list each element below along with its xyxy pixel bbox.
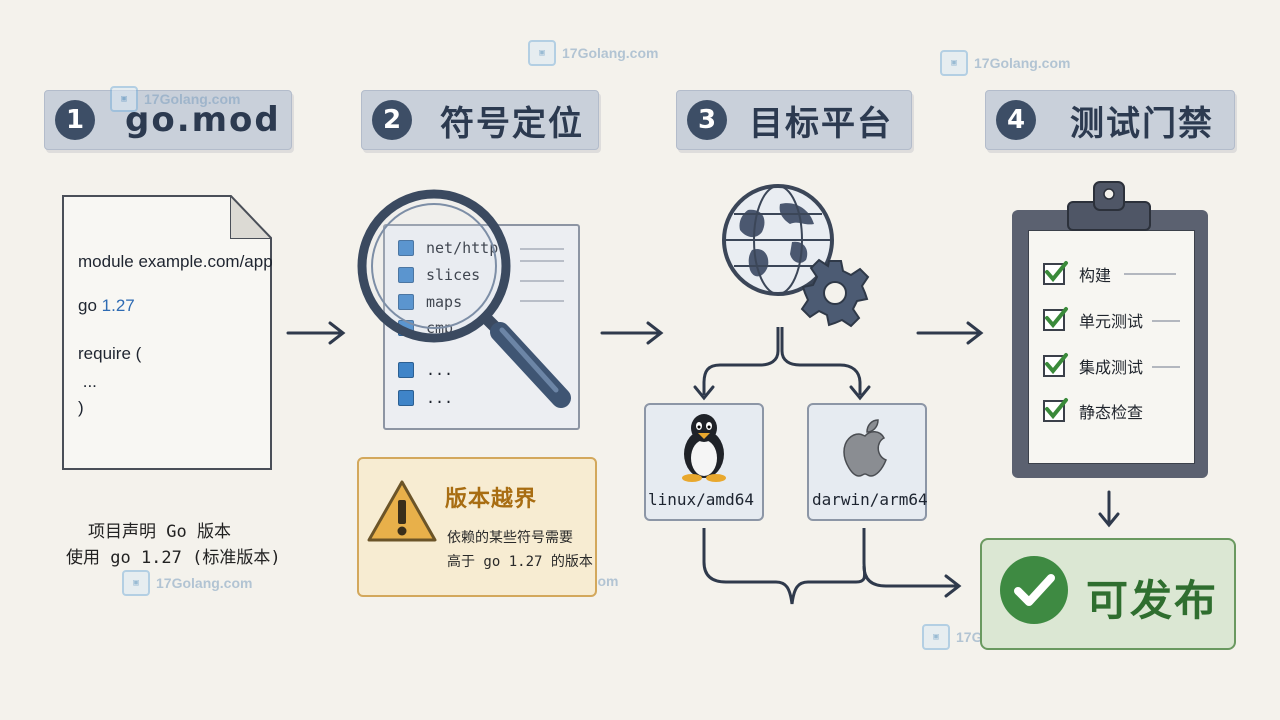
gomod-caption-line-1: 项目声明 Go 版本 [88, 522, 231, 542]
split-connector [693, 327, 871, 401]
step-header-4: 4 测试门禁 [985, 90, 1235, 150]
watermark-logo-icon: ▣ [940, 50, 968, 76]
package-cube-icon [398, 294, 414, 310]
arrow-right-icon [916, 321, 984, 345]
package-item: ... [398, 389, 453, 407]
checklist-item: 构建 [1043, 261, 1112, 286]
checkbox-checked-icon [1043, 261, 1068, 285]
tux-penguin-icon [682, 414, 726, 482]
package-item: maps [398, 293, 462, 311]
step-number-badge: 2 [372, 100, 412, 140]
step-number-badge: 1 [55, 100, 95, 140]
checklist-label: 集成测试 [1079, 358, 1144, 377]
step-title: 目标平台 [749, 103, 893, 144]
checkbox-checked-icon [1043, 353, 1068, 377]
watermark: ▣ 17Golang.com [122, 570, 252, 596]
panel-line [520, 248, 564, 250]
step-title: go.mod [125, 100, 281, 140]
code-line-close-paren: ) [78, 398, 84, 417]
checklist-line [1124, 273, 1176, 275]
code-line-go-version: go 1.27 [78, 296, 135, 316]
checklist-label: 构建 [1079, 266, 1112, 285]
watermark: ▣ 17Golang.com [940, 50, 1070, 76]
watermark: ▣ 17Golang.com [528, 40, 658, 66]
platform-label: darwin/arm64 [812, 490, 928, 509]
watermark-text: 17Golang.com [974, 55, 1071, 71]
code-line-require: require ( [78, 344, 142, 363]
warning-text-line-2: 高于 go 1.27 的版本 [447, 554, 593, 570]
package-cube-icon [398, 362, 414, 378]
checklist-label: 静态检查 [1079, 403, 1144, 422]
checklist-item: 静态检查 [1043, 398, 1144, 423]
step-header-3: 3 目标平台 [676, 90, 912, 150]
warning-title: 版本越界 [445, 486, 538, 512]
checkbox-checked-icon [1043, 398, 1068, 422]
arrow-right-icon [600, 321, 664, 345]
step-number-badge: 3 [687, 100, 727, 140]
panel-line [520, 280, 564, 282]
package-cube-icon [398, 240, 414, 256]
package-name: net/http [426, 239, 498, 257]
step-header-2: 2 符号定位 [361, 90, 599, 150]
globe-icon [722, 184, 834, 296]
platform-label: linux/amd64 [648, 490, 754, 509]
checklist-line [1152, 320, 1180, 322]
watermark-text: 17Golang.com [156, 575, 253, 591]
checklist-item: 集成测试 [1043, 353, 1144, 378]
checkbox-checked-icon [1043, 307, 1068, 331]
package-item: ... [398, 361, 453, 379]
package-name: ... [426, 361, 454, 379]
warning-text-line-1: 依赖的某些符号需要 [447, 530, 573, 546]
package-item: net/http [398, 239, 498, 257]
gomod-document [62, 195, 272, 470]
checklist-line [1152, 366, 1180, 368]
watermark-text: 17Golang.com [144, 91, 241, 107]
go-keyword: go [78, 296, 102, 315]
go-version-number: 1.27 [101, 296, 135, 315]
magnifier-icon [357, 189, 571, 408]
watermark-text: 17Golang.com [562, 45, 659, 61]
merge-connector [702, 528, 962, 605]
checklist-label: 单元测试 [1079, 312, 1144, 331]
success-check-icon [1000, 556, 1068, 624]
watermark-logo-icon: ▣ [922, 624, 950, 650]
apple-icon [843, 419, 887, 477]
package-name: ... [426, 389, 454, 407]
panel-line [520, 260, 564, 262]
arrow-down-icon [1098, 490, 1120, 528]
package-cube-icon [398, 390, 414, 406]
clipboard-clip-icon [1067, 181, 1151, 231]
gomod-caption-line-2: 使用 go 1.27 (标准版本) [66, 548, 281, 568]
code-line-module: module example.com/app [78, 252, 273, 271]
step-title: 符号定位 [440, 103, 584, 144]
watermark-logo-icon: ▣ [122, 570, 150, 596]
arrow-right-icon [286, 321, 346, 345]
watermark-logo-icon: ▣ [110, 86, 138, 112]
package-name: slices [426, 266, 480, 284]
warning-triangle-icon [367, 480, 437, 542]
page-fold-icon [230, 195, 272, 239]
step-title: 测试门禁 [1070, 103, 1214, 144]
publish-label: 可发布 [1086, 576, 1219, 625]
package-cube-icon [398, 267, 414, 283]
step-number-badge: 4 [996, 100, 1036, 140]
version-warning-box [357, 457, 597, 597]
checklist-item: 单元测试 [1043, 307, 1144, 332]
step-header-1: 1 go.mod [44, 90, 292, 150]
watermark: ▣ 17Golang.com [110, 86, 240, 112]
gear-icon [800, 258, 870, 328]
package-name: maps [426, 293, 462, 311]
package-item: slices [398, 266, 480, 284]
panel-line [520, 300, 564, 302]
code-line-ellipsis: ... [78, 372, 97, 391]
watermark-logo-icon: ▣ [528, 40, 556, 66]
